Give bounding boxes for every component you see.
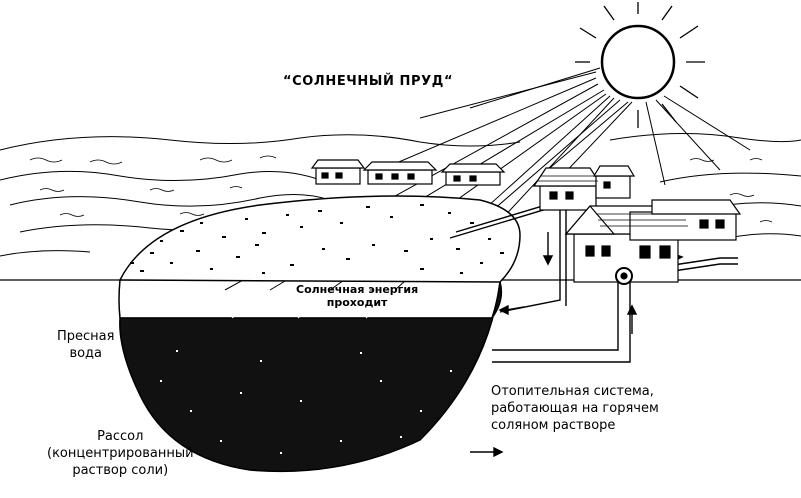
heating-system-line-1: Отопительная система, — [491, 384, 654, 399]
heating-system-label: Отопительная система, работающая на горя… — [491, 383, 659, 434]
fresh-water-label: Пресная вода — [57, 328, 114, 362]
pond-surface-speckles — [130, 204, 504, 274]
brine-line-1: Рассол — [97, 429, 144, 444]
heating-system-line-3: соляном растворе — [491, 418, 616, 433]
brine-line-2: (концентрированный — [47, 446, 194, 461]
solar-energy-line-1: Солнечная энергия — [296, 283, 419, 296]
landscape-hills — [0, 132, 801, 257]
house-heated — [564, 199, 742, 285]
pond-left-wall — [118, 279, 121, 319]
diagram-title: “СОЛНЕЧНЫЙ ПРУД“ — [283, 74, 454, 89]
sun-rays — [224, 67, 751, 291]
brine-line-3: раствор соли) — [72, 463, 169, 478]
pond-fresh-water-layer — [118, 195, 521, 283]
fresh-water-line-1: Пресная — [57, 329, 115, 344]
heating-system-line-2: работающая на горячем — [491, 401, 659, 416]
brine-label: Рассол (концентрированный раствор соли) — [47, 428, 194, 479]
landscape-texture — [29, 155, 773, 223]
pond-right-wall — [491, 281, 501, 319]
distant-buildings — [310, 159, 506, 186]
sun-icon — [575, 2, 705, 128]
solar-energy-label: Солнечная энергия проходит — [296, 283, 418, 309]
house-upper — [532, 165, 636, 211]
fresh-water-line-2: вода — [69, 346, 103, 361]
solar-energy-line-2: проходит — [326, 296, 388, 309]
rays-in-pond — [231, 289, 396, 319]
